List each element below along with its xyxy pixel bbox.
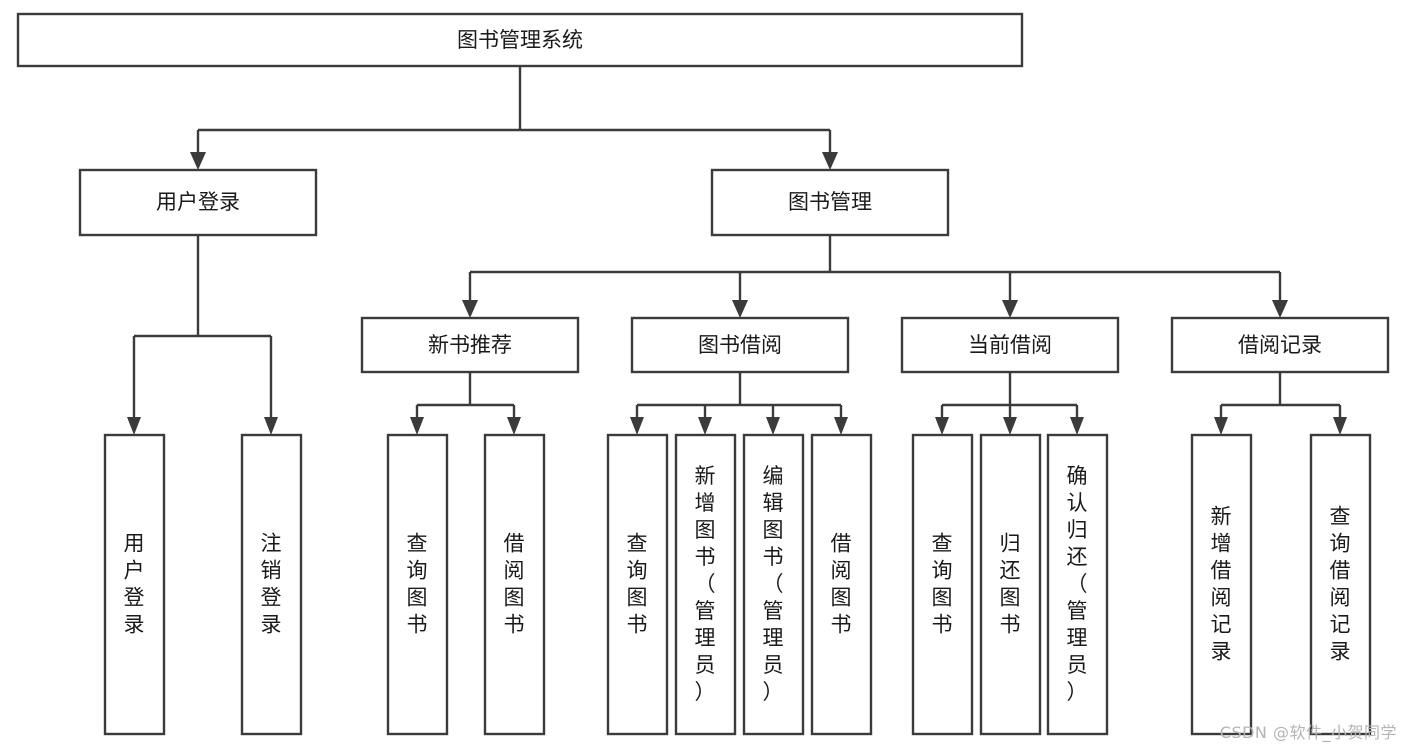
node-leaf-edit-book-admin[interactable]: 编辑图书（管理员）	[742, 433, 805, 736]
node-user-login-box[interactable]	[78, 168, 318, 237]
node-current-borrow-label: 当前借阅	[968, 333, 1052, 357]
node-new-book-recommend-box[interactable]	[360, 316, 580, 374]
node-leaf-add-book-admin-label: 新增图书（管理员）	[695, 464, 716, 704]
node-leaf-logout-box[interactable]	[240, 433, 303, 736]
node-leaf-current-query-books[interactable]: 查询图书	[911, 433, 974, 736]
arrow-head-icon	[507, 417, 521, 435]
node-leaf-newbook-query-books-label: 查询图书	[407, 532, 428, 637]
node-leaf-confirm-return-admin-label: 确认归还（管理员）	[1067, 464, 1088, 704]
connector-borrowrecord-to-leaves	[1214, 372, 1347, 435]
node-new-book-recommend-label: 新书推荐	[428, 333, 512, 357]
node-leaf-newbook-borrow-books-label: 借阅图书	[504, 532, 525, 637]
connector-currentborrow-to-leaves	[935, 372, 1084, 435]
node-current-borrow[interactable]: 当前借阅	[900, 316, 1120, 374]
node-leaf-query-borrow-record[interactable]: 查询借阅记录	[1309, 433, 1372, 736]
node-borrow-record[interactable]: 借阅记录	[1170, 316, 1390, 374]
node-book-management[interactable]: 图书管理	[710, 168, 950, 237]
node-leaf-edit-book-admin-label: 编辑图书（管理员）	[763, 464, 784, 704]
arrow-head-icon	[935, 417, 949, 435]
arrow-head-icon	[264, 417, 278, 435]
node-leaf-borrow-query-books[interactable]: 查询图书	[606, 433, 669, 736]
node-root-label: 图书管理系统	[457, 28, 583, 52]
arrow-head-icon	[822, 152, 838, 170]
arrow-head-icon	[834, 417, 848, 435]
arrow-head-icon	[1002, 300, 1018, 318]
connector-bookborrow-to-leaves	[630, 372, 848, 435]
node-new-book-recommend[interactable]: 新书推荐	[360, 316, 580, 374]
arrow-head-icon	[127, 417, 141, 435]
node-leaf-add-book-admin-box[interactable]	[674, 433, 737, 736]
node-leaf-newbook-borrow-books[interactable]: 借阅图书	[483, 433, 546, 736]
node-leaf-borrow-books-box[interactable]	[810, 433, 873, 736]
node-leaf-newbook-query-books-box[interactable]	[386, 433, 449, 736]
node-leaf-add-borrow-record[interactable]: 新增借阅记录	[1190, 433, 1253, 736]
node-leaf-newbook-query-books[interactable]: 查询图书	[386, 433, 449, 736]
arrow-head-icon	[462, 300, 478, 318]
node-leaf-logout-label: 注销登录	[261, 532, 282, 637]
node-borrow-record-label: 借阅记录	[1238, 333, 1322, 357]
node-leaf-user-login[interactable]: 用户登录	[103, 433, 166, 736]
node-user-login[interactable]: 用户登录	[78, 168, 318, 237]
arrow-head-icon	[1070, 417, 1084, 435]
arrow-head-icon	[630, 417, 644, 435]
node-leaf-edit-book-admin-box[interactable]	[742, 433, 805, 736]
arrow-head-icon	[1003, 417, 1017, 435]
connector-root-to-level2	[190, 66, 838, 170]
node-leaf-return-books-box[interactable]	[979, 433, 1042, 736]
node-leaf-borrow-query-books-box[interactable]	[606, 433, 669, 736]
connector-bookmgmt-to-level3	[462, 235, 1288, 318]
node-book-borrow-label: 图书借阅	[698, 333, 782, 357]
arrow-head-icon	[732, 300, 748, 318]
node-leaf-add-borrow-record-box[interactable]	[1190, 433, 1253, 736]
node-leaf-borrow-books[interactable]: 借阅图书	[810, 433, 873, 736]
arrow-head-icon	[190, 152, 206, 170]
node-leaf-current-query-books-box[interactable]	[911, 433, 974, 736]
node-leaf-query-borrow-record-label: 查询借阅记录	[1330, 505, 1351, 664]
node-leaf-borrow-query-books-label: 查询图书	[627, 532, 648, 637]
arrow-head-icon	[1272, 300, 1288, 318]
node-leaf-current-query-books-label: 查询图书	[932, 532, 953, 637]
arrow-head-icon	[766, 417, 780, 435]
node-book-borrow-box[interactable]	[630, 316, 850, 374]
csdn-watermark: CSDN @软件_小贺同学	[1219, 723, 1397, 742]
node-leaf-user-login-box[interactable]	[103, 433, 166, 736]
arrow-head-icon	[698, 417, 712, 435]
connector-userlogin-to-leaves	[127, 235, 278, 435]
node-root-system[interactable]: 图书管理系统	[16, 12, 1024, 68]
node-leaf-return-books[interactable]: 归还图书	[979, 433, 1042, 736]
node-leaf-query-borrow-record-box[interactable]	[1309, 433, 1372, 736]
node-leaf-borrow-books-label: 借阅图书	[831, 532, 852, 637]
node-leaf-user-login-label: 用户登录	[124, 532, 145, 637]
node-root-box[interactable]	[16, 12, 1024, 68]
node-borrow-record-box[interactable]	[1170, 316, 1390, 374]
connector-newbook-to-leaves	[410, 372, 521, 435]
node-leaf-logout[interactable]: 注销登录	[240, 433, 303, 736]
node-leaf-add-book-admin[interactable]: 新增图书（管理员）	[674, 433, 737, 736]
node-leaf-confirm-return-admin[interactable]: 确认归还（管理员）	[1046, 433, 1109, 736]
node-book-borrow[interactable]: 图书借阅	[630, 316, 850, 374]
arrow-head-icon	[410, 417, 424, 435]
node-leaf-return-books-label: 归还图书	[1000, 532, 1021, 637]
node-book-management-box[interactable]	[710, 168, 950, 237]
arrow-head-icon	[1214, 417, 1228, 435]
node-leaf-newbook-borrow-books-box[interactable]	[483, 433, 546, 736]
node-leaf-confirm-return-admin-box[interactable]	[1046, 433, 1109, 736]
node-book-management-label: 图书管理	[788, 190, 872, 214]
node-leaf-add-borrow-record-label: 新增借阅记录	[1211, 505, 1232, 664]
arrow-head-icon	[1333, 417, 1347, 435]
node-user-login-label: 用户登录	[156, 190, 240, 214]
node-current-borrow-box[interactable]	[900, 316, 1120, 374]
